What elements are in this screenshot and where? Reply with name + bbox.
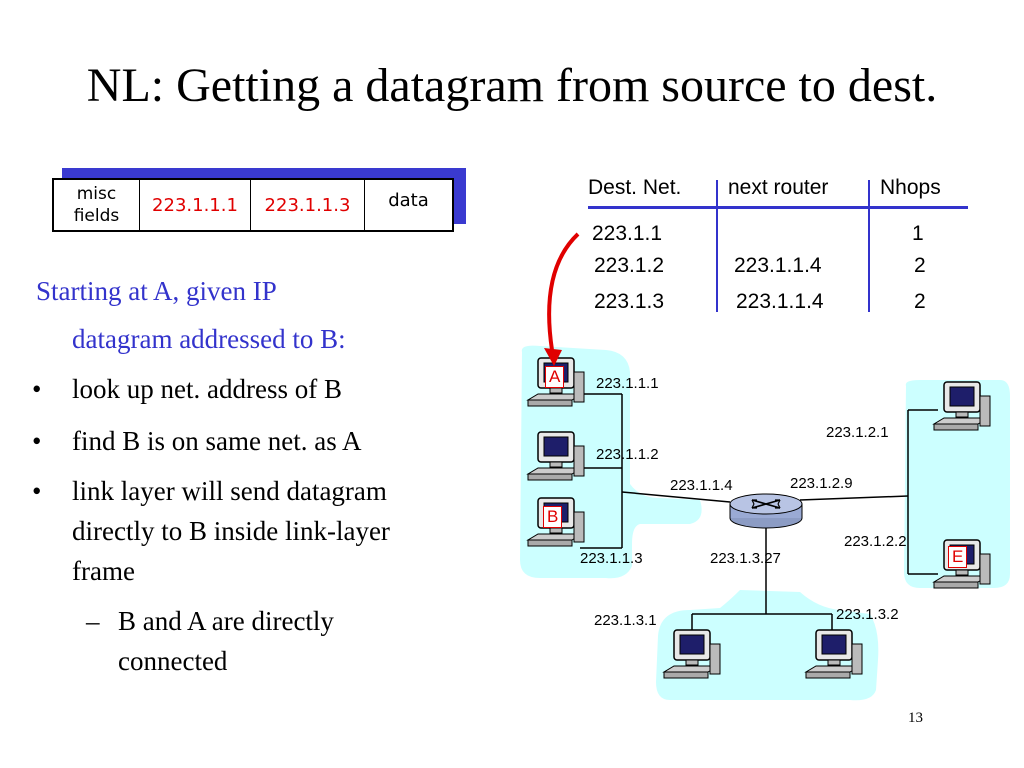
address-label: 223.1.1.3 bbox=[580, 550, 643, 567]
routing-cell: 223.1.3 bbox=[594, 290, 665, 313]
address-label: 223.1.1.2 bbox=[596, 446, 659, 463]
datagram-misc-fields: misc fields bbox=[54, 180, 140, 230]
sub-bullet-item: B and A are directly bbox=[118, 606, 334, 636]
host-label-e: E bbox=[948, 546, 968, 568]
host-label-b: B bbox=[543, 506, 563, 528]
address-label: 223.1.3.1 bbox=[594, 612, 657, 629]
bullet-item: find B is on same net. as A bbox=[72, 426, 362, 456]
bullet-item-continued: directly to B inside link-layer bbox=[72, 516, 390, 546]
routing-header-dest: Dest. Net. bbox=[588, 176, 682, 199]
address-label: 223.1.2.9 bbox=[790, 475, 853, 492]
address-label: 223.1.2.1 bbox=[826, 424, 889, 441]
routing-cell: 223.1.1.4 bbox=[736, 290, 824, 313]
address-label: 223.1.1.4 bbox=[670, 477, 733, 494]
sub-bullet-item-continued: connected bbox=[118, 646, 228, 676]
bullet-item: link layer will send datagram bbox=[72, 476, 387, 506]
misc-label-line1: misc bbox=[76, 184, 117, 204]
bullet-marker: • bbox=[32, 476, 42, 506]
datagram-header: misc fields 223.1.1.1 223.1.1.3 data bbox=[52, 178, 454, 232]
routing-cell: 1 bbox=[912, 222, 924, 245]
datagram-payload: data bbox=[388, 190, 429, 211]
routing-cell: 223.1.1.4 bbox=[734, 254, 822, 277]
bullet-marker: • bbox=[32, 426, 42, 456]
datagram-dest-address: 223.1.1.3 bbox=[251, 180, 365, 230]
address-label: 223.1.3.2 bbox=[836, 606, 899, 623]
routing-cell: 2 bbox=[914, 290, 926, 313]
datagram-source-address: 223.1.1.1 bbox=[140, 180, 251, 230]
slide-title: NL: Getting a datagram from source to de… bbox=[86, 59, 938, 112]
lead-text-line2: datagram addressed to B: bbox=[72, 324, 346, 354]
lead-text-line1: Starting at A, given IP bbox=[36, 276, 277, 306]
routing-cell: 223.1.1 bbox=[592, 222, 663, 245]
subnet-223-1-2-area bbox=[904, 380, 1010, 588]
routing-header-hops: Nhops bbox=[880, 176, 941, 199]
routing-column-divider bbox=[868, 180, 870, 312]
host-label-a: A bbox=[545, 366, 565, 388]
routing-cell: 2 bbox=[914, 254, 926, 277]
arrow-icon bbox=[547, 232, 580, 351]
routing-column-divider bbox=[716, 180, 718, 312]
routing-table-rule bbox=[588, 206, 968, 209]
address-label: 223.1.1.1 bbox=[596, 375, 659, 392]
routing-header-next: next router bbox=[728, 176, 829, 199]
bullet-marker: • bbox=[32, 374, 42, 404]
router-icon bbox=[729, 493, 803, 529]
bullet-item: look up net. address of B bbox=[72, 374, 342, 404]
page-number: 13 bbox=[908, 710, 923, 726]
routing-cell: 223.1.2 bbox=[594, 254, 665, 277]
address-label: 223.1.2.2 bbox=[844, 533, 907, 550]
sub-bullet-marker: – bbox=[86, 606, 100, 636]
misc-label-line2: fields bbox=[73, 206, 120, 226]
bullet-item-continued: frame bbox=[72, 556, 135, 586]
address-label: 223.1.3.27 bbox=[710, 550, 781, 567]
